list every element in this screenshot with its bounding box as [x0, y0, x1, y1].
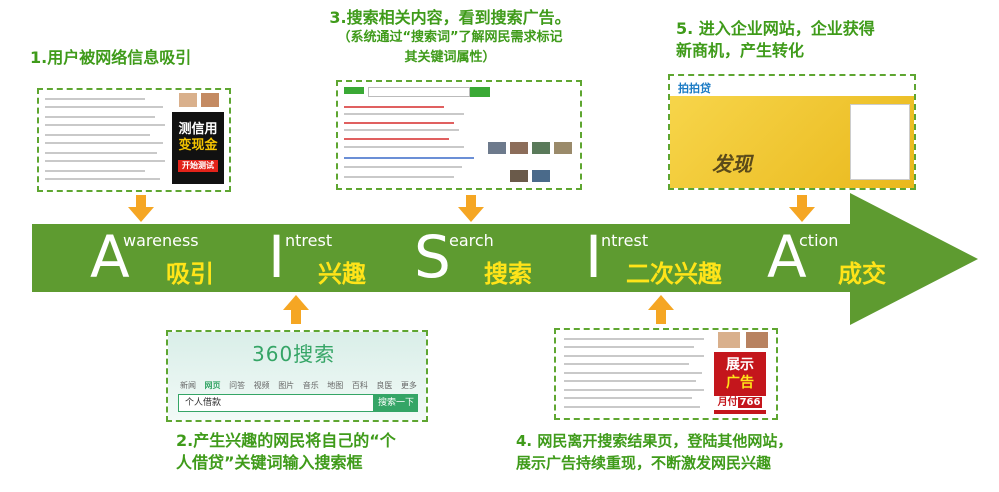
- results-search-box: [368, 87, 470, 97]
- stage-2-rest: ntrest: [285, 231, 333, 250]
- stage-2-cn: 兴趣: [318, 260, 366, 288]
- connector-arrow-2: [283, 295, 309, 324]
- step-3-line-2: （系统通过“搜索词”了解网民需求标记: [337, 30, 563, 45]
- avatar: [201, 93, 219, 107]
- step-5-line-2: 新商机，产生转化: [676, 41, 805, 60]
- avatar: [179, 93, 197, 107]
- search-button[interactable]: 搜索一下: [374, 394, 418, 412]
- step-2-caption: 2.产生兴趣的网民将自己的“个 人借贷”关键词输入搜索框: [176, 430, 396, 474]
- step-3-results-frame: [336, 80, 582, 190]
- ad-sub: 开始测试: [178, 160, 218, 172]
- tab-item[interactable]: 视频: [253, 381, 270, 390]
- results-image: [488, 142, 506, 154]
- step-5-website-frame: 拍拍贷 发现: [668, 74, 916, 190]
- step-3-line-1: 3.搜索相关内容，看到搜索广告。: [329, 8, 571, 27]
- connector-arrow-4: [648, 295, 674, 324]
- ad-line-1: 测信用: [178, 122, 218, 137]
- step-1-caption: 1.用户被网络信息吸引: [30, 48, 192, 67]
- results-image: [532, 170, 550, 182]
- step-2-search-frame: 360搜索 新闻 网页 问答 视频 图片 音乐 地图 百科 良医 更多 个人借款…: [166, 330, 428, 422]
- stage-5-cn: 成交: [838, 260, 886, 288]
- ad4-line-2: 广告: [726, 375, 754, 391]
- results-image: [510, 142, 528, 154]
- tab-item[interactable]: 新闻: [180, 381, 196, 390]
- tab-item[interactable]: 地图: [327, 381, 344, 390]
- tab-item[interactable]: 问答: [229, 381, 246, 390]
- stage-5-rest: ction: [799, 231, 839, 250]
- step-3-line-3: 其关键词属性）: [404, 50, 496, 65]
- site-brand: 拍拍贷: [678, 82, 711, 95]
- tab-item[interactable]: 音乐: [302, 381, 319, 390]
- step-4-caption: 4. 网民离开搜索结果页，登陆其他网站， 展示广告持续重现，不断激发网民兴趣: [516, 430, 792, 474]
- stage-5-letter: A: [767, 223, 807, 291]
- stage-4-rest: ntrest: [601, 231, 649, 250]
- connector-arrow-5: [789, 195, 815, 222]
- tab-item[interactable]: 更多: [400, 381, 417, 390]
- step-5-line-1: 5. 进入企业网站，企业获得: [676, 19, 875, 38]
- avatar: [746, 332, 768, 348]
- step-4-line-2: 展示广告持续重现，不断激发网民兴趣: [516, 454, 772, 472]
- step-3-caption: 3.搜索相关内容，看到搜索广告。 （系统通过“搜索词”了解网民需求标记 其关键词…: [300, 8, 600, 68]
- step-4-line-1: 4. 网民离开搜索结果页，登陆其他网站，: [516, 432, 793, 450]
- stage-4-letter: I: [585, 223, 603, 291]
- tab-item[interactable]: 良医: [376, 381, 393, 390]
- step-1-article-frame: 测信用 变现金 开始测试: [37, 88, 231, 192]
- site-login-panel[interactable]: [850, 104, 910, 180]
- step-2-line-2: 人借贷”关键词输入搜索框: [176, 453, 363, 472]
- results-logo: [344, 87, 364, 94]
- search-tabs: 新闻 网页 问答 视频 图片 音乐 地图 百科 良医 更多: [180, 380, 417, 391]
- results-image: [510, 170, 528, 182]
- results-search-button: [470, 87, 490, 97]
- stage-3-letter: S: [414, 223, 451, 291]
- stage-4-cn: 二次兴趣: [626, 260, 722, 288]
- step-2-line-1: 2.产生兴趣的网民将自己的“个: [176, 431, 396, 450]
- ad4-price: 766: [737, 397, 763, 408]
- arrow-shape: [32, 193, 978, 325]
- results-image: [554, 142, 572, 154]
- stage-1-rest: wareness: [123, 231, 199, 250]
- site-header: [670, 76, 914, 96]
- ad4-line-1: 展示: [726, 357, 754, 373]
- tab-item[interactable]: 百科: [351, 381, 368, 390]
- stage-3-cn: 搜索: [484, 260, 532, 288]
- tab-item[interactable]: 网页: [204, 381, 221, 390]
- results-image: [532, 142, 550, 154]
- stage-2-letter: I: [268, 223, 286, 291]
- display-ad-credit[interactable]: 测信用 变现金 开始测试: [170, 110, 226, 186]
- connector-arrow-1: [128, 195, 154, 222]
- ad4-price-prefix: 月付: [717, 397, 738, 408]
- stage-3-rest: earch: [449, 231, 494, 250]
- search-logo: 360搜索: [252, 342, 336, 366]
- tab-item[interactable]: 图片: [278, 381, 295, 390]
- stage-1-letter: A: [90, 223, 130, 291]
- search-input[interactable]: 个人借款: [178, 394, 374, 412]
- stage-1-cn: 吸引: [166, 260, 214, 288]
- connector-arrow-3: [458, 195, 484, 222]
- avatar: [718, 332, 740, 348]
- site-slogan: 发现: [712, 152, 752, 176]
- step-5-caption: 5. 进入企业网站，企业获得 新商机，产生转化: [676, 18, 875, 62]
- ad-line-2: 变现金: [178, 138, 218, 153]
